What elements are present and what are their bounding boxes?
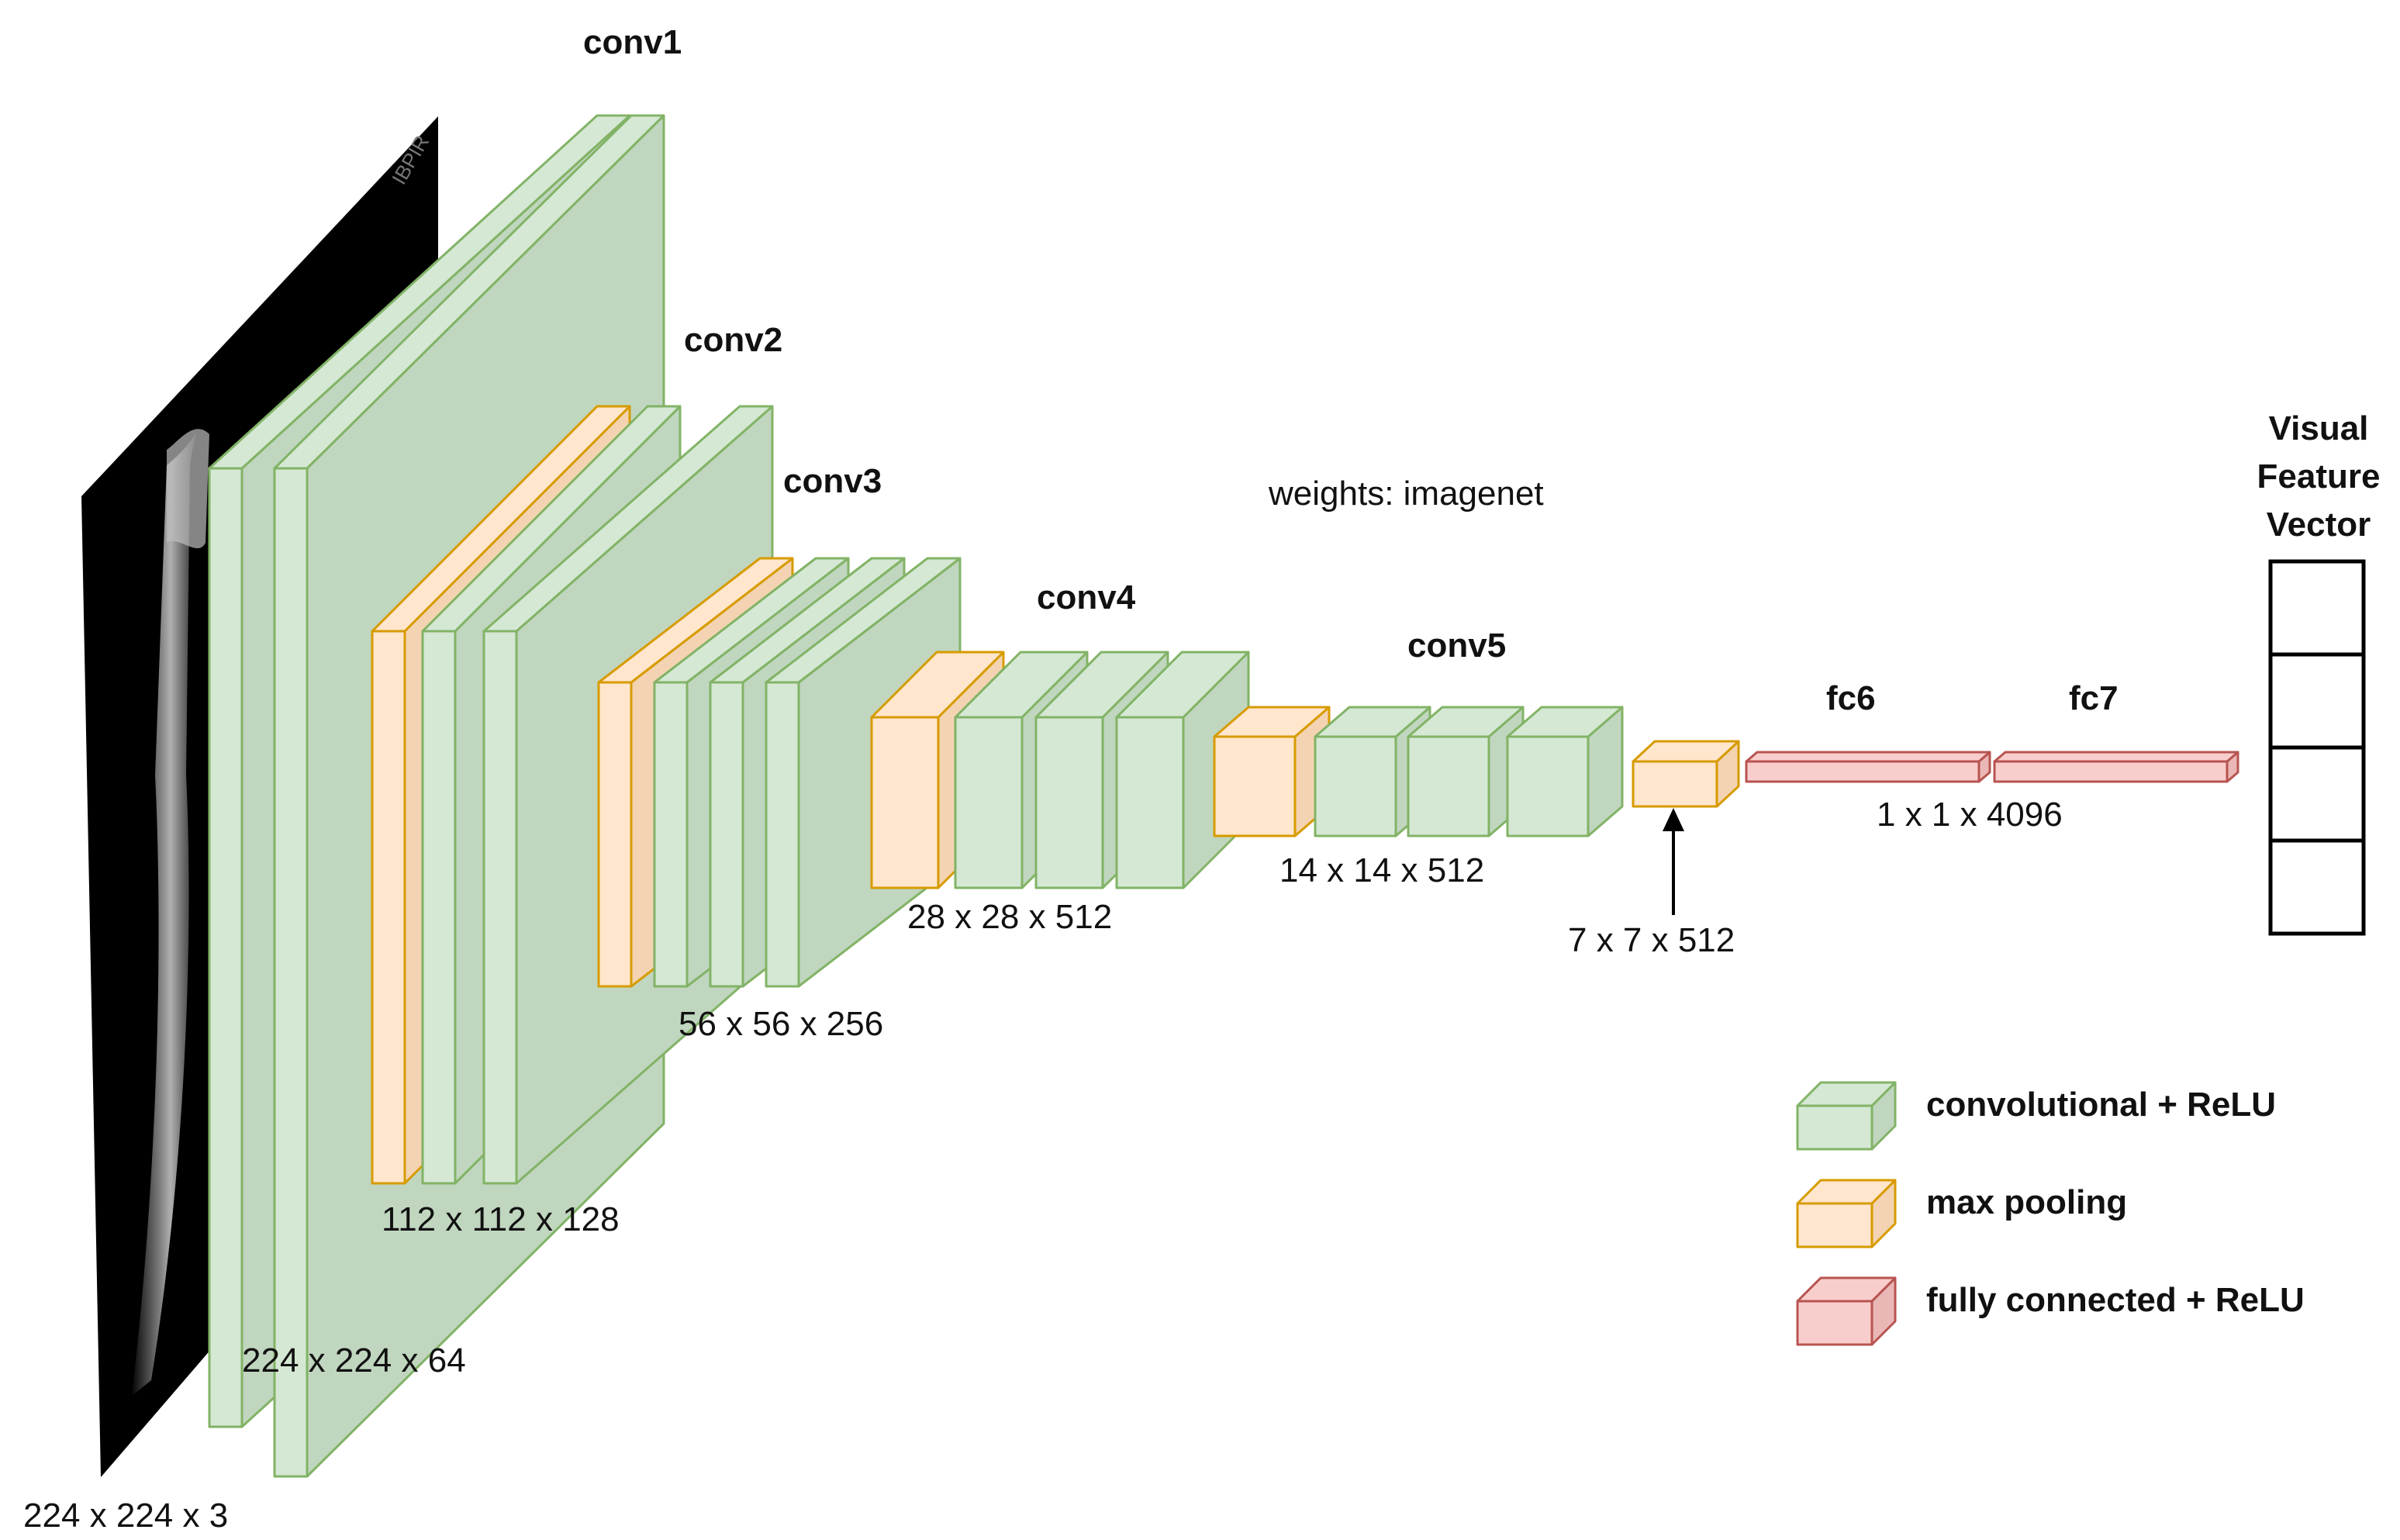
label-fc6: fc6 bbox=[1826, 679, 1876, 717]
legend-label-pool: max pooling bbox=[1926, 1183, 2128, 1221]
block-conv5-pool-front bbox=[1213, 735, 1297, 837]
dim-conv2: 112 x 112 x 128 bbox=[382, 1200, 620, 1238]
legend-cube-conv-front bbox=[1796, 1104, 1873, 1151]
block-conv5-a-front bbox=[1314, 735, 1397, 837]
dim-conv5: 14 x 14 x 512 bbox=[1279, 851, 1485, 889]
block-conv2-a-front bbox=[421, 630, 457, 1185]
feature-vector-title-line1: Visual bbox=[2268, 409, 2369, 447]
pool5-arrow bbox=[1663, 808, 1684, 915]
block-conv3-c-front bbox=[765, 681, 800, 988]
block-conv2-b-front bbox=[482, 630, 518, 1185]
dim-conv4: 28 x 28 x 512 bbox=[907, 898, 1113, 936]
block-fc6-front bbox=[1745, 760, 1980, 783]
block-pool5 bbox=[1632, 740, 1740, 808]
label-conv5: conv5 bbox=[1407, 627, 1507, 665]
block-conv4-c-front bbox=[1115, 716, 1185, 889]
label-conv2: conv2 bbox=[684, 321, 783, 359]
block-conv1-b-front bbox=[273, 467, 309, 1478]
feature-vector-title-line2: Feature bbox=[2257, 458, 2381, 495]
block-conv4-b-front bbox=[1034, 716, 1104, 889]
feature-vector-title-line3: Vector bbox=[2266, 506, 2371, 544]
dim-conv3: 56 x 56 x 256 bbox=[679, 1005, 884, 1043]
block-fc7-top bbox=[1993, 751, 2239, 763]
block-conv5-pool bbox=[1213, 706, 1331, 837]
dim-pool5: 7 x 7 x 512 bbox=[1568, 921, 1735, 959]
block-conv3-b-front bbox=[709, 681, 744, 988]
legend-cube-pool-front bbox=[1796, 1202, 1873, 1248]
weights-note: weights: imagenet bbox=[1269, 475, 1544, 513]
block-conv5-c bbox=[1506, 706, 1624, 837]
label-conv3: conv3 bbox=[783, 462, 882, 500]
label-conv1: conv1 bbox=[583, 23, 682, 61]
block-conv1-a-front bbox=[208, 467, 243, 1428]
block-conv4-a-front bbox=[954, 716, 1024, 889]
block-conv5-b bbox=[1407, 706, 1525, 837]
layer-blocks bbox=[208, 114, 2239, 1478]
block-conv4-pool-front bbox=[870, 716, 940, 889]
block-conv5-b-front bbox=[1407, 735, 1490, 837]
legend-cube-pool bbox=[1796, 1179, 1897, 1248]
legend-cube-conv bbox=[1796, 1081, 1897, 1151]
block-conv3-a-front bbox=[653, 681, 689, 988]
block-fc7-front bbox=[1993, 760, 2229, 783]
label-conv4: conv4 bbox=[1037, 578, 1136, 616]
legend-cube-fc-front bbox=[1796, 1300, 1873, 1346]
visual-feature-vector bbox=[2268, 559, 2366, 936]
legend-cube-fc bbox=[1796, 1276, 1897, 1346]
block-fc7 bbox=[1993, 751, 2239, 783]
block-conv3-pool-front bbox=[597, 681, 633, 988]
block-pool5-front bbox=[1632, 760, 1718, 808]
block-conv2-pool-front bbox=[371, 630, 406, 1185]
block-fc6 bbox=[1745, 751, 1991, 783]
legend-label-conv: convolutional + ReLU bbox=[1926, 1086, 2277, 1124]
legend-cubes bbox=[1796, 1081, 1897, 1346]
legend-label-fc: fully connected + ReLU bbox=[1926, 1281, 2305, 1319]
dim-conv1: 224 x 224 x 64 bbox=[242, 1341, 466, 1379]
label-fc7: fc7 bbox=[2069, 679, 2119, 717]
feature-vector-title: Visual Feature Vector bbox=[2233, 405, 2400, 549]
block-fc6-top bbox=[1745, 751, 1991, 763]
dim-input: 224 x 224 x 3 bbox=[23, 1497, 229, 1535]
block-conv5-c-front bbox=[1506, 735, 1590, 837]
dim-fc: 1 x 1 x 4096 bbox=[1877, 796, 2063, 834]
